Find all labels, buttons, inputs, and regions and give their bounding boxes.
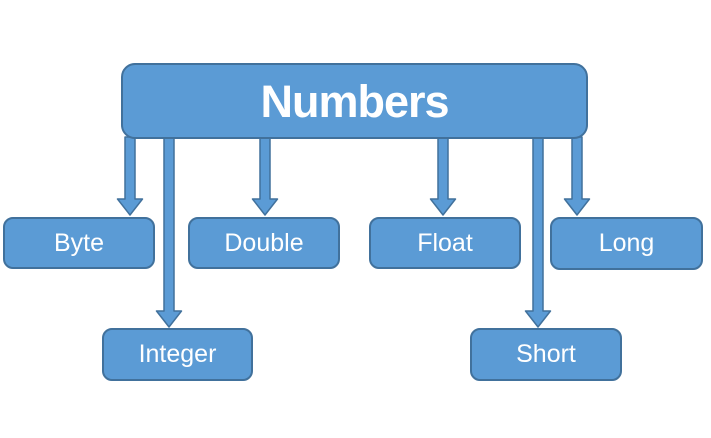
node-numbers-label: Numbers	[260, 75, 449, 127]
arrow-numbers-to-byte	[116, 136, 144, 216]
node-long-label: Long	[598, 229, 655, 257]
node-float-label: Float	[417, 228, 473, 257]
arrow-numbers-to-double	[251, 136, 279, 216]
arrow-numbers-to-integer	[155, 136, 183, 328]
node-numbers: Numbers	[121, 63, 588, 139]
node-byte-label: Byte	[53, 228, 105, 257]
arrow-numbers-to-short	[524, 136, 552, 328]
arrow-numbers-to-float	[429, 136, 457, 216]
node-long: Long	[550, 217, 703, 270]
arrow-numbers-to-long	[563, 136, 591, 216]
node-integer: Integer	[102, 328, 253, 381]
node-integer-label: Integer	[138, 340, 217, 368]
node-double-label: Double	[224, 228, 304, 257]
node-short: Short	[470, 328, 622, 381]
node-double: Double	[188, 217, 340, 269]
node-float: Float	[369, 217, 521, 269]
node-short-label: Short	[516, 340, 576, 368]
node-byte: Byte	[3, 217, 155, 269]
